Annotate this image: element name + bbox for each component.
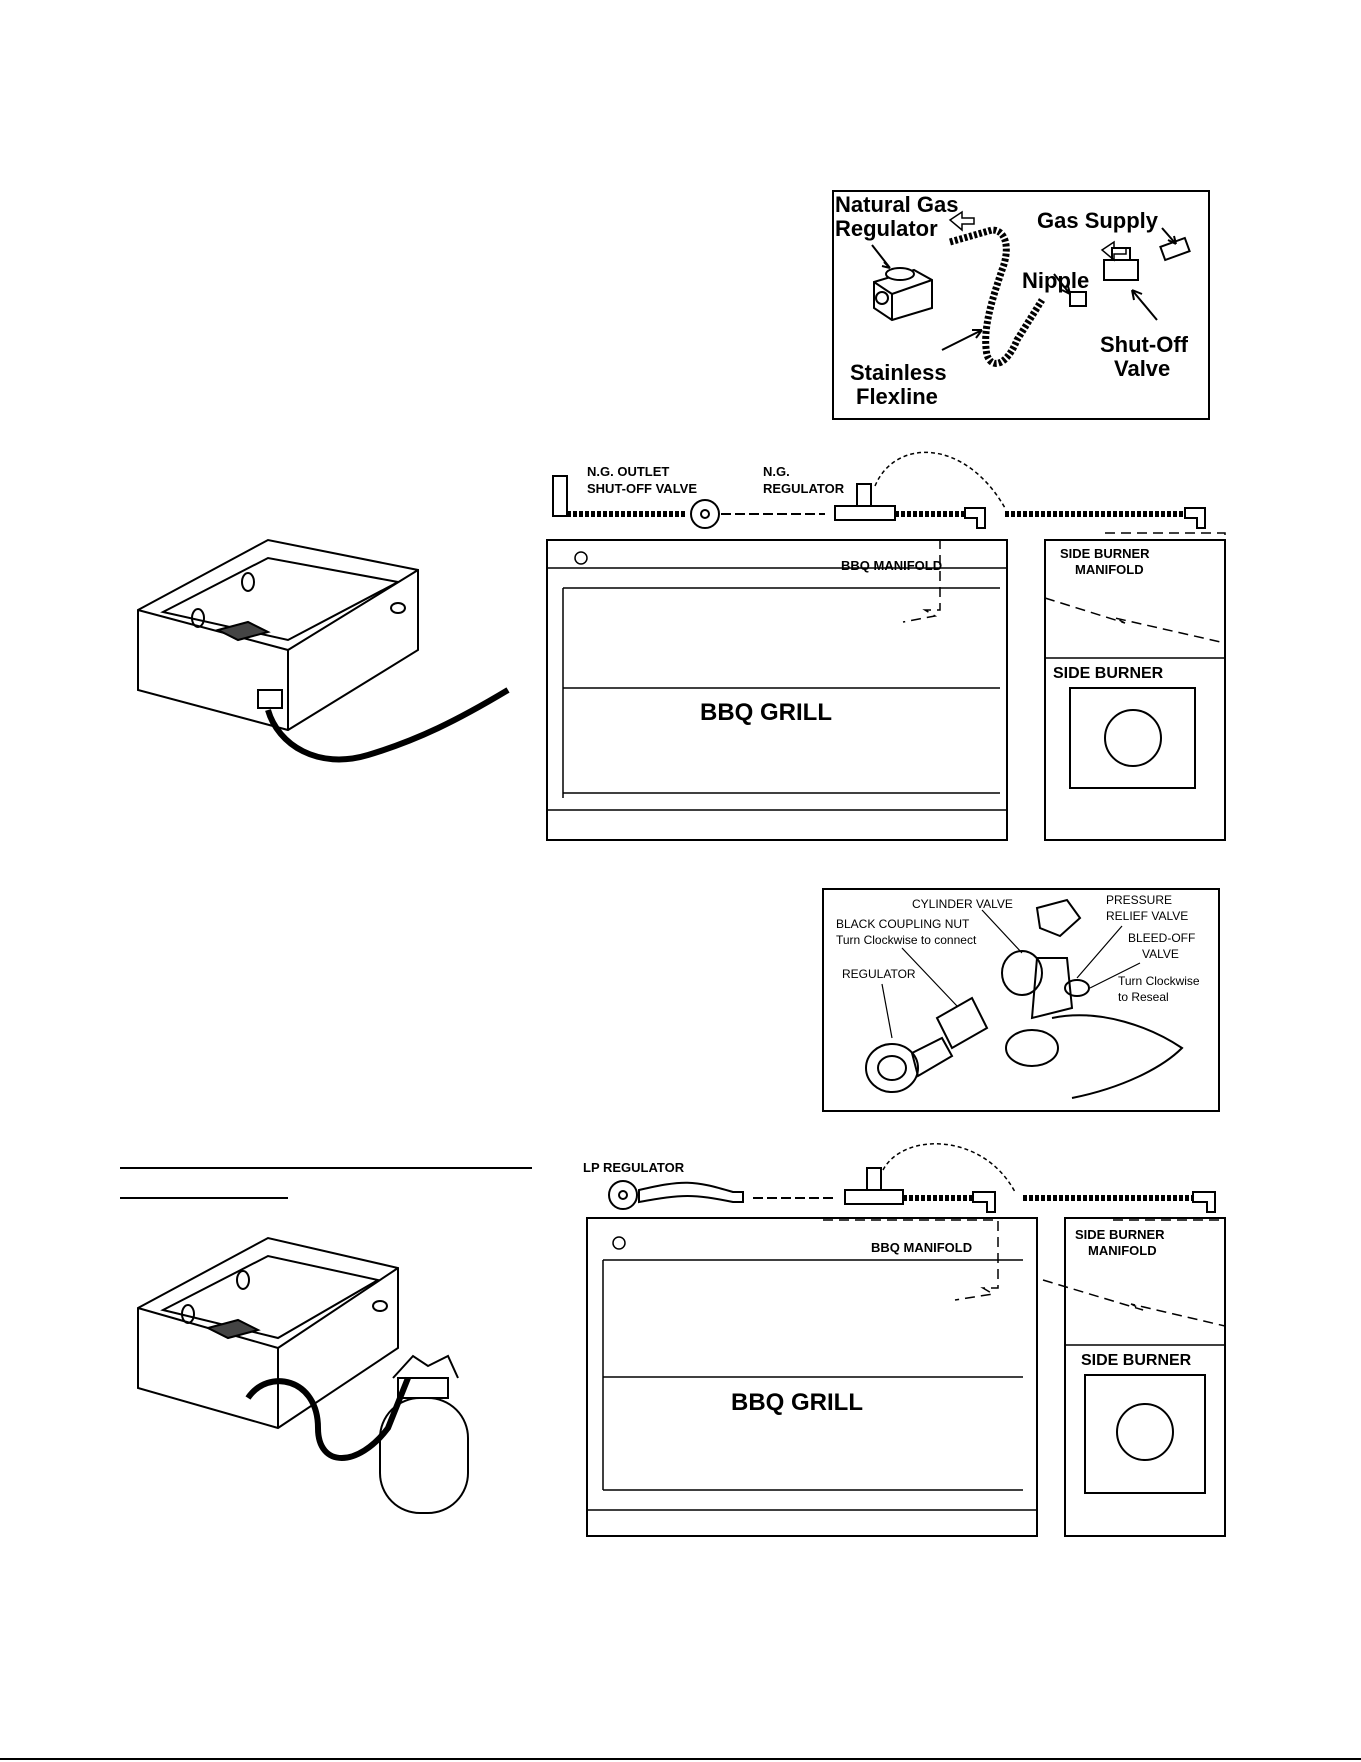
side-burner-circle bbox=[1104, 709, 1162, 767]
side-manifold-label: SIDE BURNER bbox=[1060, 546, 1150, 561]
ng-layout-diagram: N.G. OUTLET SHUT-OFF VALVE N.G. REGULATO… bbox=[546, 451, 1226, 841]
grill-label: BBQ GRILL bbox=[700, 699, 832, 726]
bbq-manifold-label: BBQ MANIFOLD bbox=[841, 558, 942, 573]
gas-supply-label: Gas Supply bbox=[1037, 208, 1159, 233]
ng-regulator-label-2: Regulator bbox=[835, 216, 938, 241]
reseal-label: Turn Clockwise bbox=[1118, 974, 1200, 988]
section-heading-underline bbox=[120, 1167, 532, 1169]
pressure-relief-label-2: RELIEF VALVE bbox=[1106, 909, 1188, 923]
coupling-nut-label-2: Turn Clockwise to connect bbox=[836, 933, 977, 947]
ng-fitting bbox=[257, 689, 283, 709]
stainless-flexline-illustration bbox=[949, 226, 1045, 367]
grill-label: BBQ GRILL bbox=[731, 1389, 863, 1416]
arrow-nipple bbox=[1053, 273, 1071, 295]
inset-frame bbox=[832, 190, 1210, 420]
lp-cylinder bbox=[379, 1354, 469, 1514]
ng-grill-illustration bbox=[137, 538, 510, 763]
flexline-label-2: Flexline bbox=[856, 384, 938, 409]
ng-outlet-label: N.G. OUTLET bbox=[587, 464, 669, 479]
ng-regulator-label: N.G. bbox=[763, 464, 790, 479]
side-manifold-label-2: MANIFOLD bbox=[1088, 1243, 1157, 1258]
ng-hose bbox=[265, 687, 510, 763]
arrow-flexline bbox=[941, 329, 983, 351]
lp-hose bbox=[245, 1376, 411, 1461]
arrow-flex-top bbox=[948, 210, 975, 232]
coupling-nut-label: BLACK COUPLING NUT bbox=[836, 917, 970, 931]
cylinder-valve-label: CYLINDER VALVE bbox=[912, 897, 1013, 911]
reseal-label-2: to Reseal bbox=[1118, 990, 1169, 1004]
arrow-shutoff bbox=[1131, 289, 1158, 321]
nipple-label: Nipple bbox=[1022, 268, 1089, 293]
grill-body bbox=[546, 539, 1008, 841]
ng-pipe-run bbox=[552, 475, 1206, 529]
flow-arc bbox=[874, 451, 1006, 509]
ng-outlet-label-2: SHUT-OFF VALVE bbox=[587, 481, 697, 496]
arrow-valve bbox=[1100, 240, 1127, 262]
arrow-gas-supply bbox=[1161, 227, 1177, 245]
pressure-relief-label: PRESSURE bbox=[1106, 893, 1172, 907]
flexline-label: Stainless bbox=[850, 360, 947, 385]
grill-body bbox=[586, 1217, 1038, 1537]
shutoff-valve-label-2: Valve bbox=[1114, 356, 1170, 381]
shutoff-valve-illustration bbox=[1103, 247, 1139, 281]
ng-regulator-illustration bbox=[873, 267, 933, 322]
side-burner-body bbox=[1064, 1217, 1226, 1537]
ng-regulator-label-2: REGULATOR bbox=[763, 481, 845, 496]
shutoff-valve-label: Shut-Off bbox=[1100, 332, 1189, 357]
regulator-label: REGULATOR bbox=[842, 967, 916, 981]
section-heading-underline-2 bbox=[120, 1197, 288, 1199]
page-bottom-rule bbox=[0, 1758, 1361, 1760]
lp-regulator-label: LP REGULATOR bbox=[583, 1160, 685, 1175]
arrow-regulator bbox=[871, 244, 891, 269]
flow-arc bbox=[882, 1143, 1016, 1193]
ng-regulator-label: Natural Gas bbox=[835, 192, 959, 217]
cylinder-valve-illustration bbox=[1001, 898, 1184, 1099]
regulator-illustration bbox=[865, 996, 989, 1093]
side-burner-circle bbox=[1116, 1403, 1174, 1461]
side-manifold-label-2: MANIFOLD bbox=[1075, 562, 1144, 577]
bbq-manifold-label: BBQ MANIFOLD bbox=[871, 1240, 972, 1255]
ng-connection-inset: Natural Gas Regulator Gas Supply Nipple … bbox=[832, 190, 1210, 420]
side-burner-label: SIDE BURNER bbox=[1053, 665, 1164, 682]
nipple-illustration bbox=[1069, 291, 1087, 307]
side-burner-label: SIDE BURNER bbox=[1081, 1352, 1192, 1369]
side-manifold-label: SIDE BURNER bbox=[1075, 1227, 1165, 1242]
inset-frame bbox=[822, 888, 1220, 1112]
bleed-off-label: BLEED-OFF bbox=[1128, 931, 1195, 945]
bleed-off-label-2: VALVE bbox=[1142, 947, 1179, 961]
lp-cylinder-inset: CYLINDER VALVE PRESSURE RELIEF VALVE BLA… bbox=[822, 888, 1220, 1112]
lp-pipe-run bbox=[608, 1167, 1216, 1213]
lp-grill-illustration bbox=[137, 1236, 469, 1514]
side-burner-body bbox=[1044, 539, 1226, 841]
lp-layout-diagram: LP REGULATOR BBQ GRILL BBQ MANIFOLD SIDE… bbox=[583, 1143, 1226, 1537]
